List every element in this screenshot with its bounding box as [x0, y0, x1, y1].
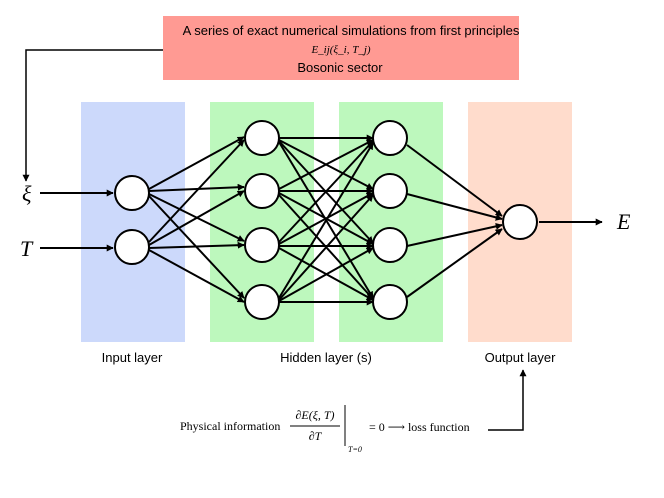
hidden2-node-1 — [372, 120, 408, 156]
hidden1-node-2 — [244, 173, 280, 209]
e-label: E — [616, 209, 631, 234]
physics-suffix: = 0 ⟶ loss function — [369, 420, 470, 434]
output-layer-label: Output layer — [485, 350, 556, 365]
xi-label: ξ — [22, 181, 32, 206]
hidden2-node-2 — [372, 173, 408, 209]
output-node — [502, 204, 538, 240]
input-layer-label: Input layer — [102, 350, 163, 365]
header-formula: E_ij(ξ_i, T_j) — [310, 44, 370, 56]
hidden2-node-4 — [372, 284, 408, 320]
physics-prefix: Physical information — [180, 419, 280, 433]
loss-to-output-arrow — [488, 369, 527, 431]
hidden1-node-3 — [244, 227, 280, 263]
t-label: T — [20, 236, 34, 261]
physics-denominator: ∂T — [309, 429, 323, 443]
physics-numerator: ∂E(ξ, T) — [295, 408, 334, 422]
header-box — [163, 16, 519, 80]
input-node-t — [114, 229, 150, 265]
input-layer-band — [81, 102, 185, 342]
hidden-layer-label: Hidden layer (s) — [280, 350, 372, 365]
hidden2-node-3 — [372, 227, 408, 263]
hidden1-node-4 — [244, 284, 280, 320]
header-to-xi-arrow — [22, 49, 163, 182]
header-title: A series of exact numerical simulations … — [183, 23, 520, 38]
connections — [148, 134, 503, 306]
hidden1-node-1 — [244, 120, 280, 156]
input-node-xi — [114, 175, 150, 211]
physics-subscript: T=0 — [348, 445, 362, 454]
header-sector: Bosonic sector — [297, 60, 383, 75]
